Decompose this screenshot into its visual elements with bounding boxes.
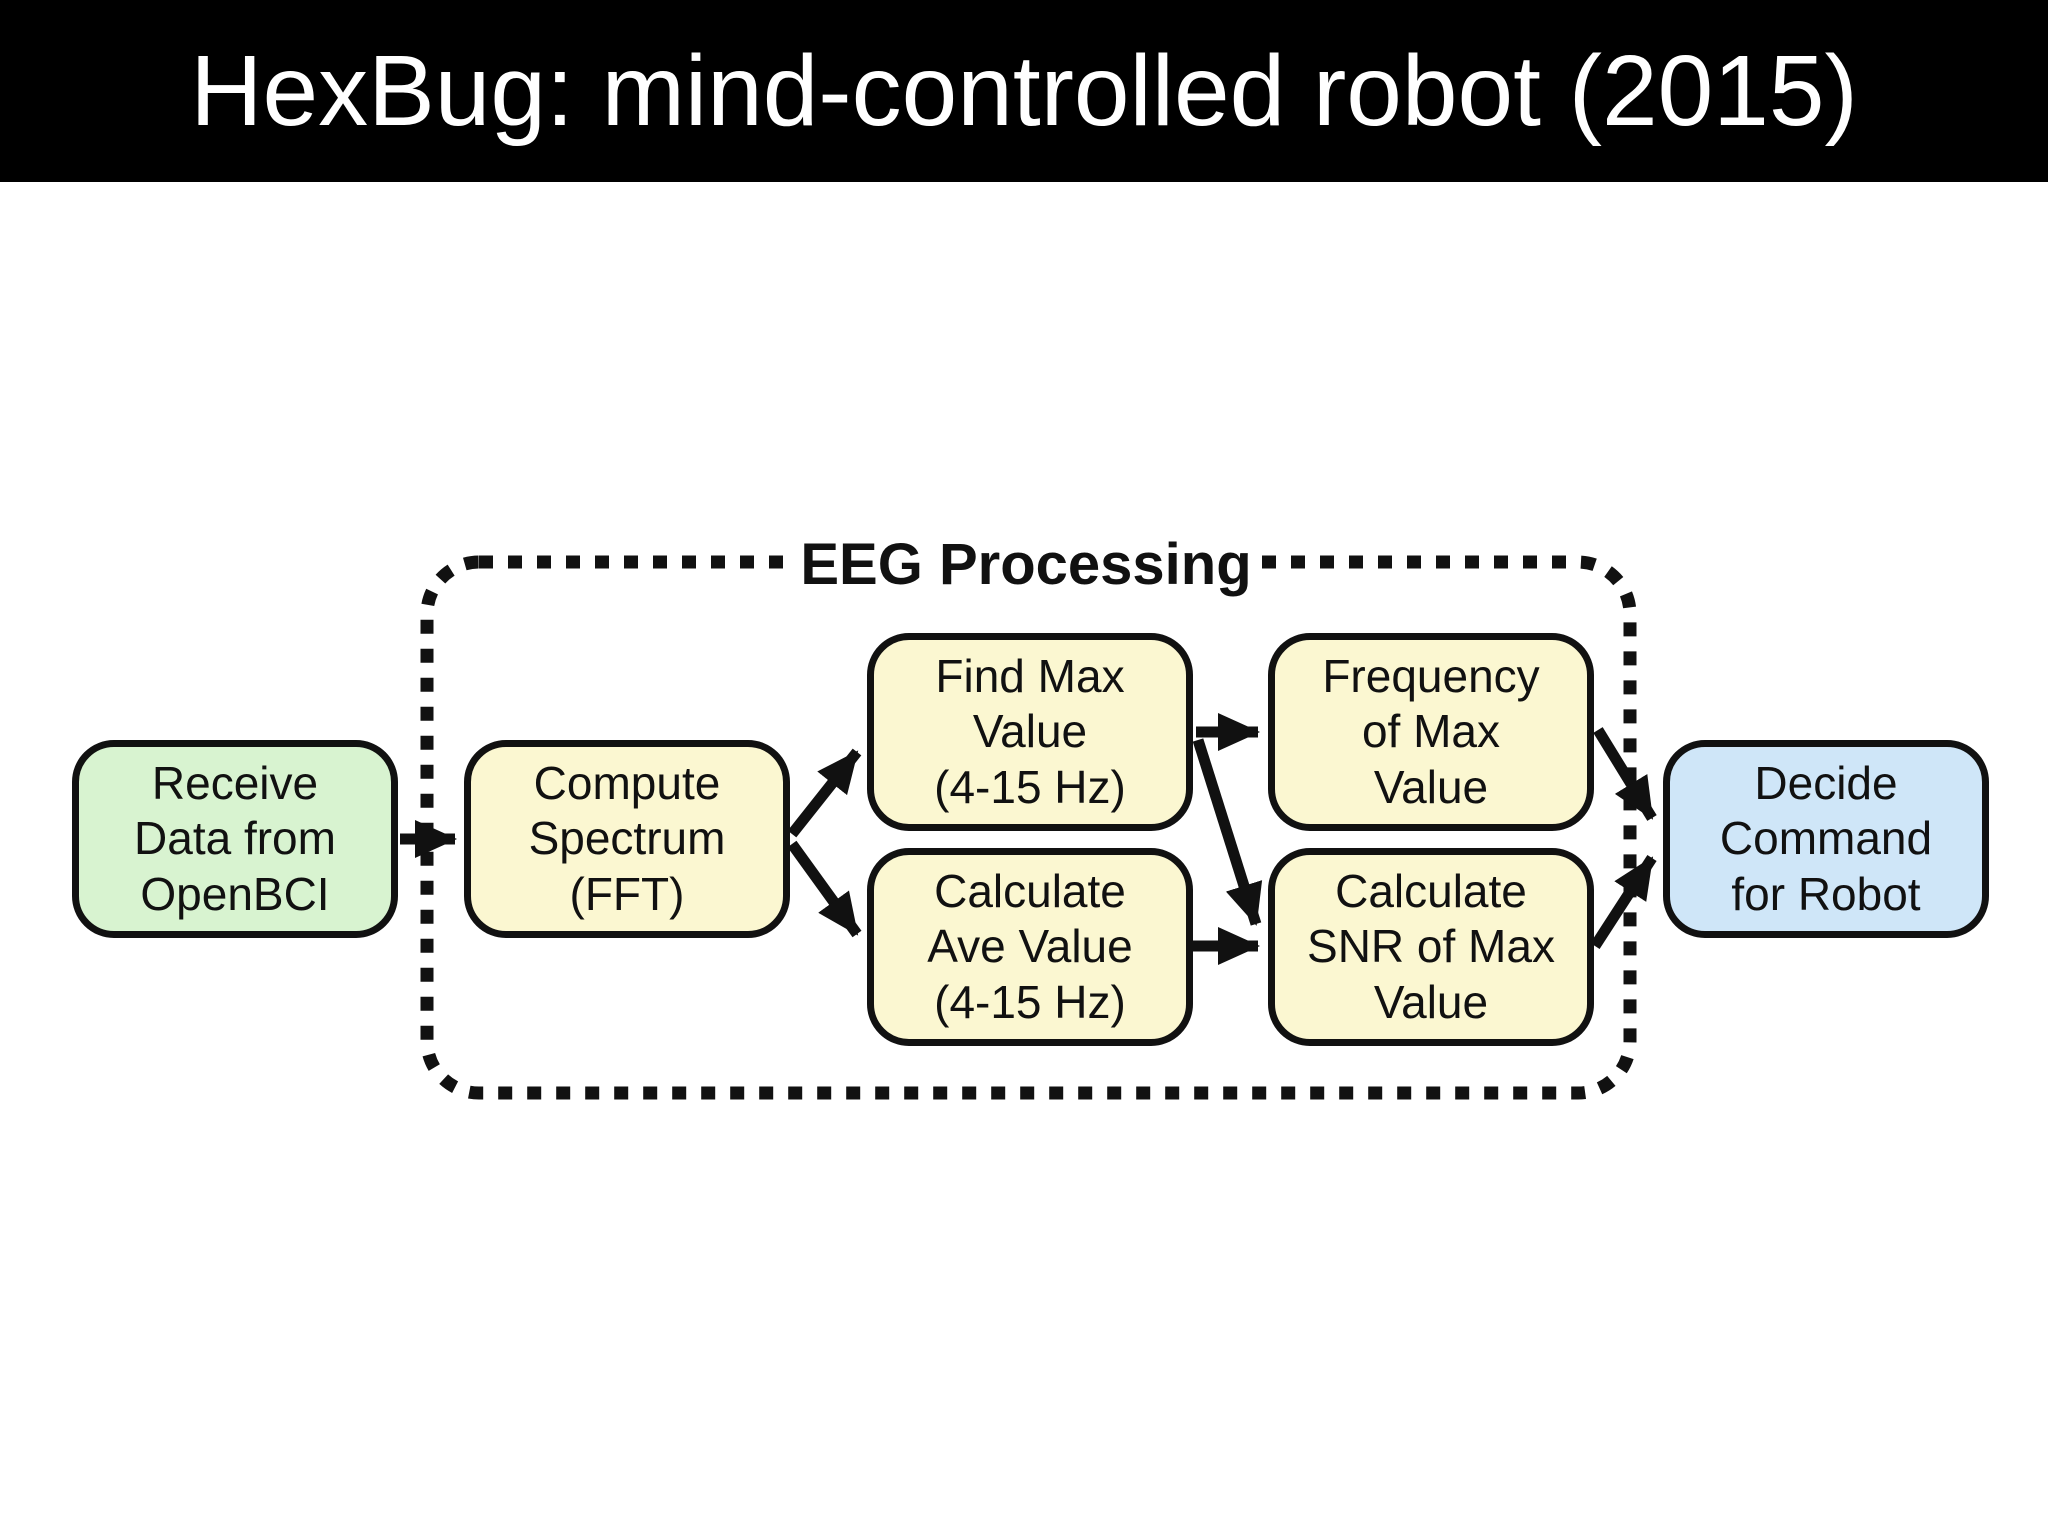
node-receive-data: Receive Data from OpenBCI	[72, 740, 398, 938]
node-frequency-of-max-value: Frequency of Max Value	[1268, 633, 1594, 831]
eeg-processing-label: EEG Processing	[798, 524, 1254, 604]
arrow-compute-to-findmax	[787, 748, 862, 838]
node-find-max-value: Find Max Value (4-15 Hz)	[867, 633, 1193, 831]
arrow-findmax-to-snr	[1192, 738, 1263, 926]
slide-title: HexBug: mind-controlled robot (2015)	[190, 34, 1858, 147]
flowchart: EEG Processing Receive Data from OpenBCI…	[0, 182, 2048, 1536]
node-calculate-ave-value: Calculate Ave Value (4-15 Hz)	[867, 848, 1193, 1046]
arrow-compute-to-calcave	[787, 840, 862, 938]
header-bar: HexBug: mind-controlled robot (2015)	[0, 0, 2048, 182]
node-decide-command: Decide Command for Robot	[1663, 740, 1989, 938]
node-compute-spectrum: Compute Spectrum (FFT)	[464, 740, 790, 938]
arrow-layer	[400, 555, 1657, 1100]
node-calculate-snr-of-max-value: Calculate SNR of Max Value	[1268, 848, 1594, 1046]
flow-arrows	[400, 713, 1657, 965]
arrow-snr-to-decide	[1590, 855, 1657, 949]
arrow-freq-to-decide	[1593, 727, 1657, 821]
